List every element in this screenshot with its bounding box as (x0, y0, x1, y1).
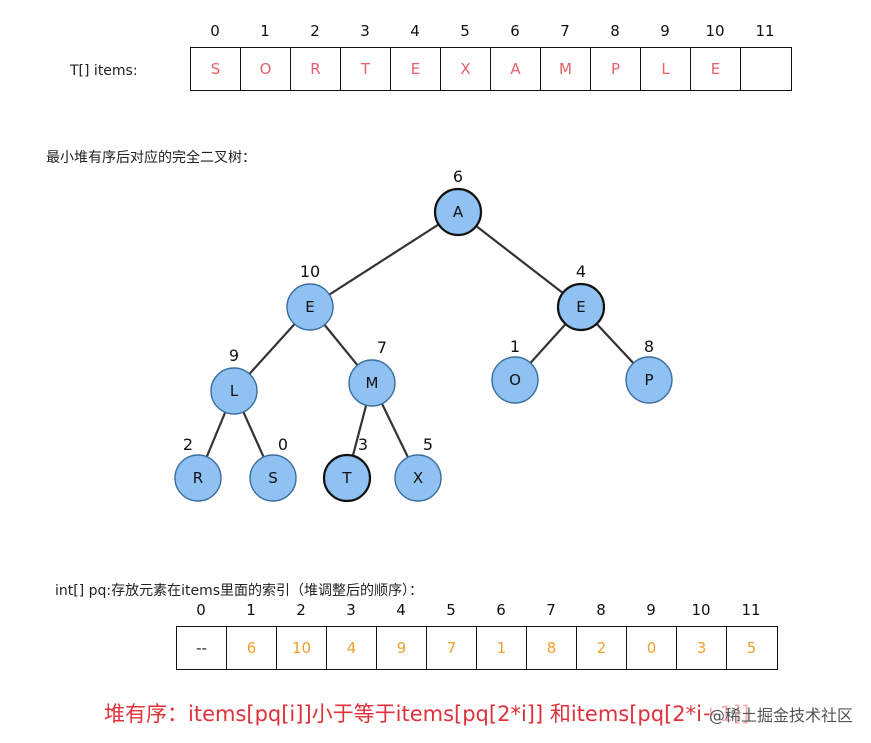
pq_array-index: 1 (246, 601, 256, 619)
tree-node-letter: R (193, 469, 203, 487)
tree-node (556, 282, 606, 332)
items_array-index: 6 (510, 22, 520, 40)
pq_array-index: 4 (396, 601, 406, 619)
items_array-cell: M (541, 48, 591, 90)
pq_array-cell: -- (177, 627, 227, 669)
items_array-index: 5 (460, 22, 470, 40)
tree-node (625, 356, 673, 404)
items_array-index: 10 (705, 22, 725, 40)
tree-node-letter: P (644, 371, 653, 389)
items_array-cell: E (391, 48, 441, 90)
pq_array-index: 9 (646, 601, 656, 619)
pq-array-label: int[] pq:存放元素在items里面的索引（堆调整后的顺序）： (55, 583, 424, 599)
tree-node-letter: A (453, 203, 464, 221)
tree-node-letter: E (305, 298, 314, 316)
items-array-label: T[] items: (70, 63, 138, 79)
tree-edge (309, 211, 459, 308)
items_array-index: 9 (660, 22, 670, 40)
pq_array-cell: 4 (327, 627, 377, 669)
tree-node (348, 359, 396, 407)
tree-node-letter: T (341, 469, 352, 487)
items_array-cell: E (691, 48, 741, 90)
items_array-cell: P (591, 48, 641, 90)
items_array-cell: T (341, 48, 391, 90)
pq_array-index: 7 (546, 601, 556, 619)
items_array-index: 8 (610, 22, 620, 40)
tree-node-index: 10 (300, 262, 320, 281)
pq_array-index: 3 (346, 601, 356, 619)
tree-node-index: 2 (183, 435, 193, 454)
tree-node-letter: E (576, 298, 585, 316)
items_array-index: 1 (260, 22, 270, 40)
tree-node-letter: S (268, 469, 278, 487)
pq_array-cell: 10 (277, 627, 327, 669)
pq_array-index: 11 (741, 601, 761, 619)
tree-node (210, 367, 258, 415)
pq_array-index: 0 (196, 601, 206, 619)
pq_array-index: 6 (496, 601, 506, 619)
pq_array-cell: 3 (677, 627, 727, 669)
pq_array-index: 10 (691, 601, 711, 619)
tree-node-index: 0 (278, 435, 288, 454)
tree-node-index: 7 (377, 338, 387, 357)
tree-node (174, 454, 222, 502)
tree-node-index: 4 (576, 262, 586, 281)
pq_array-cell: 6 (227, 627, 277, 669)
tree-node-letter: L (230, 382, 239, 400)
items_array-index: 0 (210, 22, 220, 40)
items_array-cell: X (441, 48, 491, 90)
tree-node-index: 3 (358, 435, 368, 454)
items_array-cell: O (241, 48, 291, 90)
watermark: @稀土掘金技术社区 (708, 702, 853, 726)
items_array-index: 3 (360, 22, 370, 40)
items_array-index: 2 (310, 22, 320, 40)
pq_array-index: 2 (296, 601, 306, 619)
pq_array-cell: 5 (746, 639, 757, 657)
items_array-index: 11 (755, 22, 775, 40)
items_array-cell: S (191, 48, 241, 90)
tree-edge (457, 211, 582, 308)
tree-node-letter: O (509, 371, 521, 389)
pq_array-index: 5 (446, 601, 456, 619)
tree-caption: 最小堆有序后对应的完全二叉树： (46, 150, 256, 166)
items_array-cell: L (641, 48, 691, 90)
pq_array-index: 8 (596, 601, 606, 619)
tree-node (322, 453, 372, 503)
tree-node-letter: X (413, 469, 423, 487)
tree-node-index: 5 (423, 435, 433, 454)
tree-node (491, 356, 539, 404)
tree-node (249, 454, 297, 502)
items_array-index: 4 (410, 22, 420, 40)
tree-node-index: 9 (229, 346, 239, 365)
pq_array-cell: 9 (377, 627, 427, 669)
tree-node-letter: M (366, 374, 379, 392)
pq_array-cell: 1 (477, 627, 527, 669)
items_array-cell: R (291, 48, 341, 90)
tree-node-index: 8 (644, 337, 654, 356)
tree-node-index: 1 (510, 337, 520, 356)
pq_array-cell: 7 (427, 627, 477, 669)
tree-node (286, 283, 334, 331)
pq_array-cell: 2 (577, 627, 627, 669)
tree-node-index: 6 (453, 167, 463, 186)
items_array-cell: A (491, 48, 541, 90)
tree-node (433, 187, 483, 237)
pq_array-cell: 8 (527, 627, 577, 669)
pq_array-cell: 0 (627, 627, 677, 669)
tree-node (394, 454, 442, 502)
heap-order-rule: 堆有序：items[pq[i]]小于等于items[pq[2*i]] 和item… (104, 702, 750, 726)
items_array-index: 7 (560, 22, 570, 40)
